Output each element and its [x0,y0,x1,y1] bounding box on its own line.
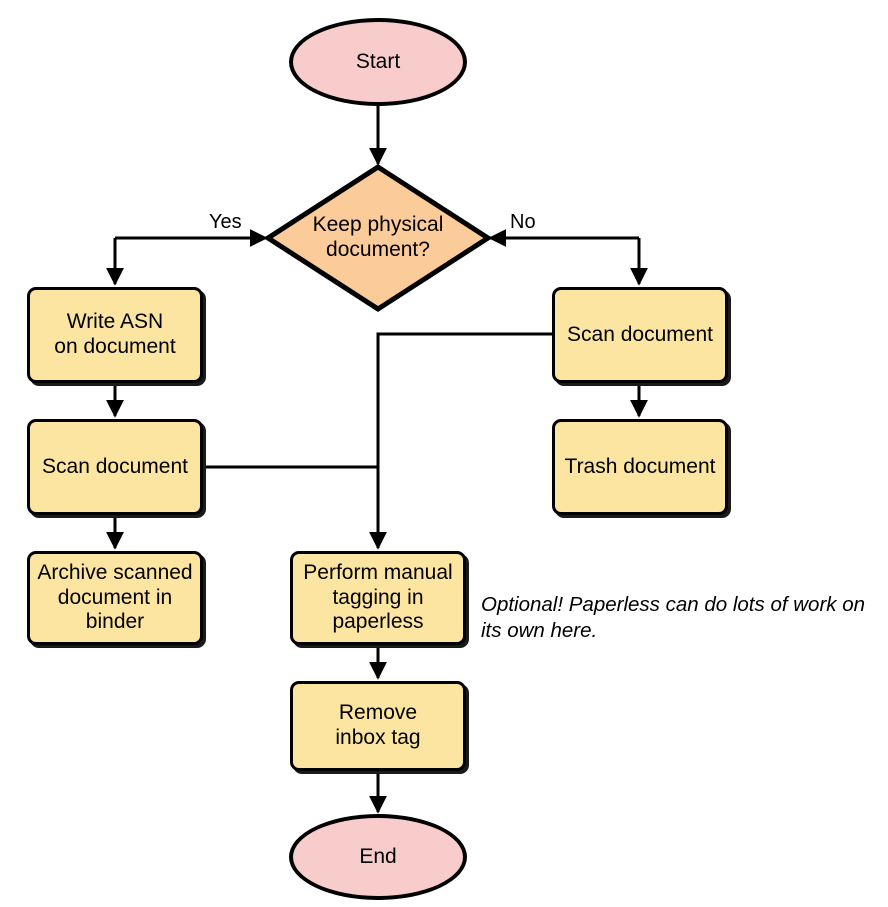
node-scan-document-right[interactable]: Scan document [552,287,728,383]
edge-label-yes: Yes [209,211,242,233]
node-scan-document-left[interactable]: Scan document [27,419,203,515]
node-trash-document[interactable]: Trash document [552,419,728,515]
node-archive-scanned-document-in-binder[interactable]: Archive scanned document in binder [27,551,203,645]
node-start[interactable]: Start [289,18,467,106]
node-write-asn-on-document[interactable]: Write ASN on document [27,287,203,383]
annotation-optional-note: Optional! Paperless can do lots of work … [481,593,866,642]
node-perform-manual-tagging-in-paperless[interactable]: Perform manual tagging in paperless [290,551,466,645]
node-decision-label: Keep physical document? [312,213,444,261]
edge-scan-right-to-tagging [369,332,552,550]
diamond-shape [264,164,492,312]
node-remove-inbox-tag[interactable]: Remove inbox tag [290,681,466,771]
edge-label-no: No [510,211,536,233]
node-decision-keep-physical-document[interactable]: Keep physical document? [264,163,492,313]
node-end[interactable]: End [289,814,467,900]
